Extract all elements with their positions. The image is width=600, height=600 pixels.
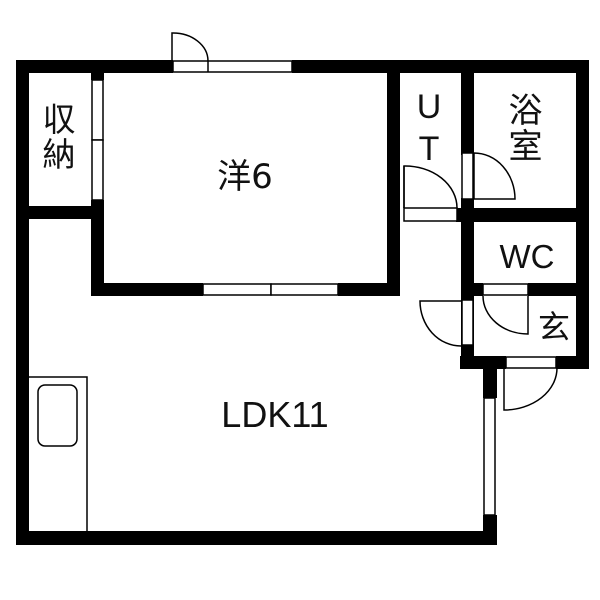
wall-room-bottom-left [91, 283, 203, 296]
wc-door-swing-icon[interactable] [482, 295, 529, 335]
top-window-frame [172, 60, 293, 73]
room-label-bathroom: 浴室 [502, 92, 542, 164]
room-label-ldk: LDK11 [221, 394, 329, 435]
wall-wc-bottom-right [528, 283, 589, 296]
bath-door-swing-icon[interactable] [473, 152, 516, 200]
wall-ldk-right-upper [483, 368, 497, 398]
ut-door-frame [403, 207, 458, 222]
wall-left [16, 60, 29, 545]
storage-sliding-door-upper[interactable] [91, 79, 104, 141]
wall-wc-bottom-left [461, 283, 483, 296]
ut-door-swing-icon[interactable] [403, 165, 458, 209]
room-label-utility: UT [410, 88, 448, 172]
room-label-storage: 収納 [37, 102, 76, 172]
wall-bottom [16, 531, 497, 545]
wall-room-right [387, 60, 400, 296]
ldk-door-frame [461, 299, 474, 346]
wall-ut-bath-divider [461, 60, 474, 155]
wall-bath-bottom [461, 208, 589, 222]
wall-top-right [292, 60, 589, 73]
bath-door-frame [461, 152, 474, 200]
room-sliding-door-right[interactable] [270, 283, 339, 296]
wall-room-bottom-right [338, 283, 400, 296]
storage-sliding-door-lower[interactable] [91, 139, 104, 201]
ldk-window [483, 397, 496, 516]
wall-storage-room-divider-top [91, 60, 104, 80]
top-door-swing-icon[interactable] [171, 32, 209, 62]
wc-door-frame [482, 283, 529, 296]
entrance-door-swing-icon[interactable] [503, 367, 558, 411]
entrance-door-frame [505, 356, 557, 369]
wall-storage-bottom [16, 206, 104, 219]
room-label-entrance: 玄 [537, 308, 570, 346]
wall-ldk-right-lower [483, 515, 497, 545]
wall-storage-room-divider-lower [91, 200, 104, 296]
kitchen-sink-icon [37, 384, 78, 447]
room-sliding-door-left[interactable] [202, 283, 272, 296]
room-label-western-room: 洋6 [217, 157, 273, 197]
wall-entrance-bottom-right [556, 356, 589, 369]
kitchen-counter [29, 376, 88, 531]
ldk-entrance-door-swing-icon[interactable] [419, 300, 462, 347]
room-label-toilet: WC [499, 238, 555, 275]
